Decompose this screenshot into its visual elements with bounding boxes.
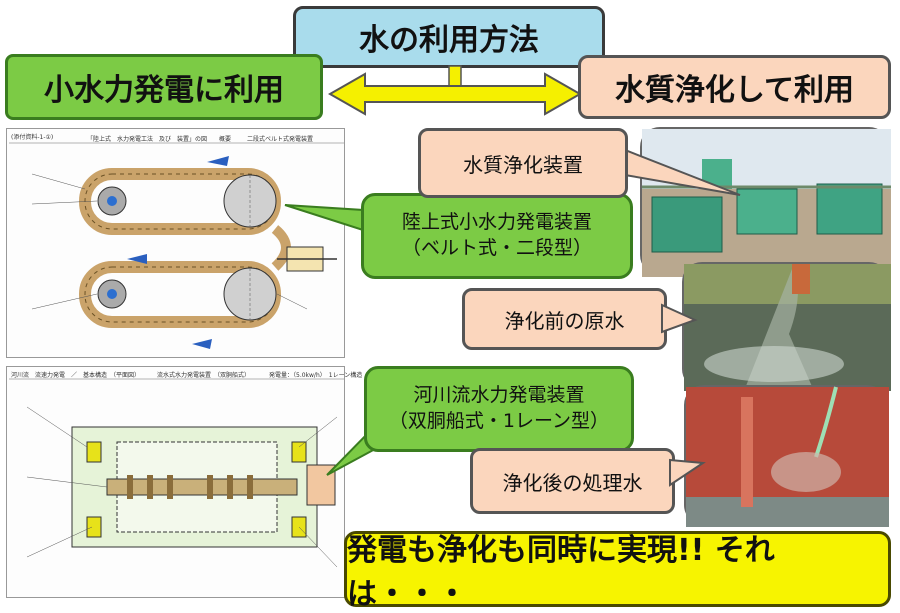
hydro-power-heading: 小水力発電に利用 [5, 54, 323, 120]
treated-water-photo [684, 385, 889, 527]
bottom-banner-text: 発電も浄化も同時に実現!! それは・・・ [347, 533, 775, 612]
belt-drawing [9, 142, 344, 349]
diagram-top-header: 「陸上式 水力発電工法 及び 装置」の図 概要 [87, 136, 232, 143]
catamaran-drawing [9, 378, 344, 568]
raw-water-label: 浄化前の原水 [462, 288, 667, 350]
raw-water-pointer [661, 303, 698, 334]
bottom-banner: 発電も浄化も同時に実現!! それは・・・ [344, 531, 891, 612]
hydro-power-heading-text: 小水力発電に利用 [44, 73, 284, 108]
treated-water-image [686, 386, 889, 527]
belt-generator-diagram: (添付資料-1-①) 「陸上式 水力発電工法 及び 装置」の図 概要 二段式ベル… [6, 128, 345, 358]
diagram-top-ref: (添付資料-1-①) [11, 134, 54, 141]
raw-water-text: 浄化前の原水 [504, 308, 625, 333]
diagram-bottom-ref: 河川流 流速力発電 ／ 基本構造 （平面図） [11, 372, 141, 379]
device-label-pointer [624, 148, 741, 196]
double-arrow-icon [327, 65, 583, 116]
page-title: 水の利用方法 [359, 23, 539, 58]
title-box: 水の利用方法 [293, 6, 605, 68]
land-hydro-subtitle: （ベルト式・二段型） [401, 237, 592, 259]
treated-water-pointer [669, 458, 706, 487]
treated-water-text: 浄化後の処理水 [502, 470, 643, 495]
raw-water-photo [682, 262, 891, 391]
purification-heading-text: 水質浄化して利用 [614, 73, 855, 108]
land-hydro-title: 陸上式小水力発電装置 [401, 211, 592, 234]
purification-heading: 水質浄化して利用 [578, 55, 891, 119]
diagram-bottom-subheader: 発電量：（5.0kw/h） 1レーン構造 [269, 372, 363, 379]
purification-device-label: 水質浄化装置 [418, 128, 628, 198]
river-hydro-bubble: 河川流水力発電装置 （双胴船式・1レーン型） [364, 366, 634, 452]
purification-device-text: 水質浄化装置 [463, 152, 583, 177]
raw-water-image [684, 264, 891, 391]
catamaran-generator-diagram: 河川流 流速力発電 ／ 基本構造 （平面図） 流水式水力発電装置 （双胴船式） … [6, 366, 362, 598]
land-hydro-bubble: 陸上式小水力発電装置 （ベルト式・二段型） [361, 193, 633, 279]
treated-water-label: 浄化後の処理水 [470, 448, 675, 514]
diagram-top-subheader: 二段式ベルト式発電装置 [247, 136, 314, 143]
river-hydro-subtitle: （双胴船式・1レーン型） [388, 410, 610, 432]
diagram-bottom-header: 流水式水力発電装置 （双胴船式） [157, 372, 251, 379]
river-hydro-title: 河川流水力発電装置 [413, 384, 585, 407]
